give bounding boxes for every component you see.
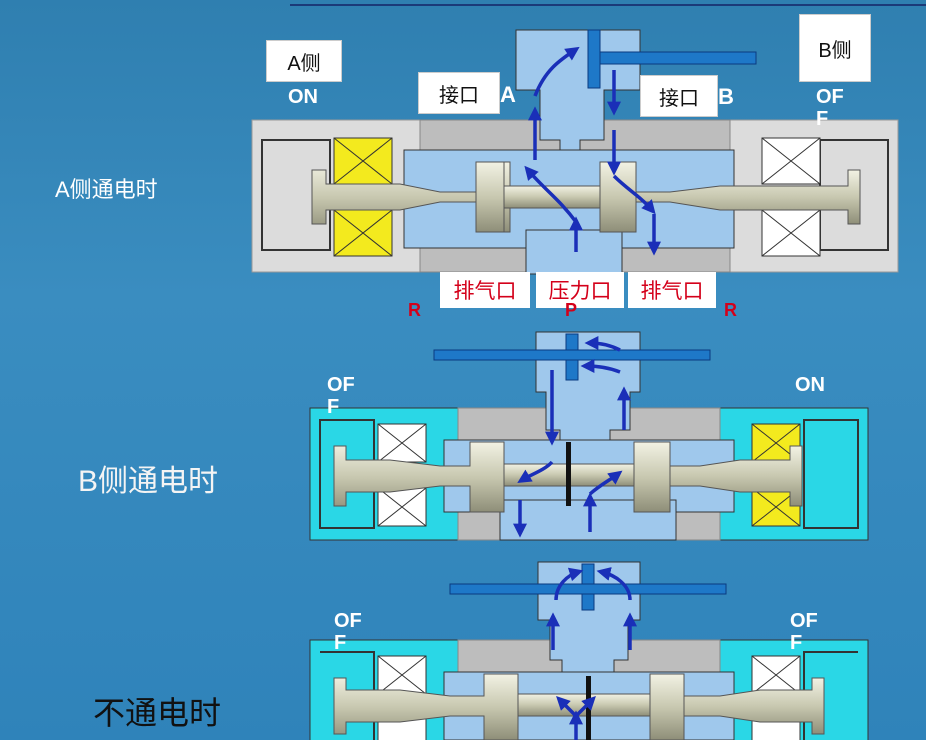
port-a-label: 接口 [418, 72, 500, 114]
valve1-piston [587, 29, 601, 89]
valve3-spool [333, 673, 519, 740]
exhaust-port-right-label: 排气口 [628, 272, 716, 308]
valve2-left-switch-state: OFF [327, 374, 355, 418]
side-b-label: B侧 [799, 14, 871, 82]
port-b-label: 接口 [640, 75, 718, 117]
pressure-port-label: 压力口 [536, 272, 624, 308]
valve1-flow-arrows [524, 46, 661, 256]
valve3-left-switch-state: OFF [334, 610, 362, 654]
top-divider-line [290, 4, 926, 6]
state-label-b-energized: B侧通电时 [78, 465, 219, 498]
exhaust-port-left-label: 排气口 [440, 272, 530, 308]
valve1-spool [311, 161, 511, 233]
valve1-piston-rod [599, 51, 757, 65]
valve-de-energized [309, 561, 869, 740]
port-b-letter: B [718, 84, 734, 109]
r-letter-right: R [724, 300, 737, 320]
valve2-spool [333, 441, 505, 513]
valve3-right-switch-state: OFF [790, 610, 818, 654]
p-letter: P [565, 300, 578, 320]
valve-a-energized [251, 29, 899, 275]
valve2-left-coil [377, 423, 427, 527]
state-label-a-energized: A侧通电时 [55, 177, 158, 202]
valve3-piston-rod [449, 583, 727, 595]
valve1-right-coil [761, 137, 821, 257]
valve-b-energized [309, 331, 869, 541]
valve2-flow-arrows [513, 336, 631, 538]
state-label-de-energized: 不通电时 [93, 695, 222, 731]
valve2-piston-rod [433, 349, 711, 361]
r-letter-left: R [408, 300, 421, 320]
valve2-right-switch-state: ON [795, 374, 825, 396]
port-a-letter: A [500, 82, 516, 107]
valve1-right-switch-state: OFF [816, 86, 844, 130]
valve3-flow-arrows [546, 567, 637, 740]
valve1-left-coil [333, 137, 393, 257]
valve1-left-coil-frame [261, 139, 331, 251]
side-a-label: A侧 [266, 40, 342, 82]
valve1-left-switch-state: ON [288, 86, 318, 108]
